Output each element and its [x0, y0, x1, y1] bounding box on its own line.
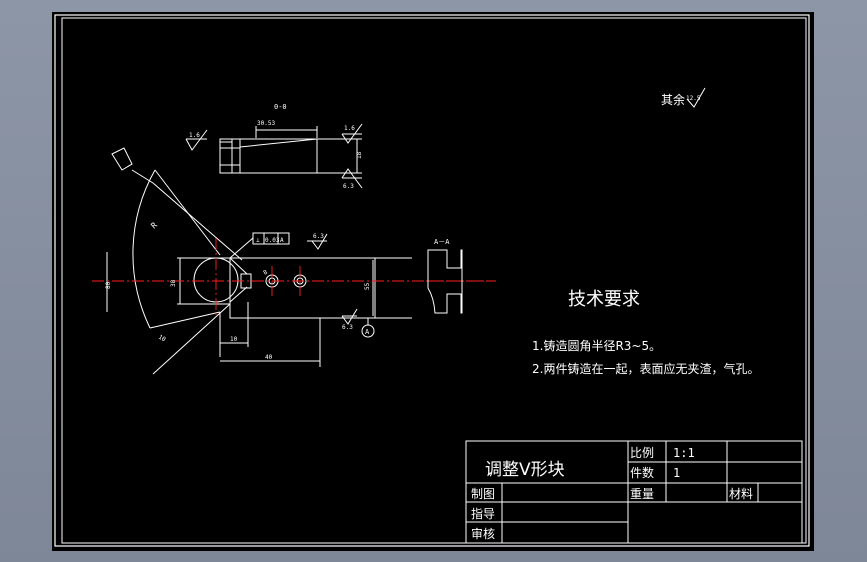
base-dim-10: 10 — [230, 336, 238, 343]
v-dim-b: 10 — [157, 334, 167, 344]
roughness-other-label: 其余 — [661, 92, 685, 107]
main-view — [106, 147, 412, 375]
tech-requirement-1: 1.铸造圆角半径R3~5。 — [532, 338, 661, 353]
width-dim: 80 — [105, 281, 112, 289]
tech-requirements-title: 技术要求 — [568, 289, 640, 310]
roughness-mark-2: 1.6 — [344, 125, 355, 132]
drawn-label: 制图 — [471, 487, 495, 501]
top-view-height-dim: 18 — [356, 151, 363, 159]
drawing-border — [54, 14, 810, 547]
top-view-dim: 30.53 — [257, 120, 275, 127]
section-view — [427, 249, 463, 314]
roughness-mark-3: 6.3 — [343, 183, 354, 190]
drawing-inner-border — [61, 17, 807, 544]
section-view-label: A－A — [434, 238, 450, 246]
weight-label: 重量 — [630, 487, 654, 501]
checked-label: 审核 — [471, 526, 495, 541]
part-name: 调整V形块 — [485, 460, 565, 480]
material-label: 材料 — [729, 487, 753, 501]
roughness-other-value: 12.5 — [686, 95, 701, 102]
hole-dim: 8 — [262, 269, 269, 277]
top-view-label: 0-0 — [274, 103, 287, 111]
radius-dim: R — [149, 220, 159, 230]
scale-label: 比例 — [630, 446, 654, 460]
designed-label: 指导 — [471, 506, 495, 521]
base-dim-40: 40 — [265, 354, 273, 361]
datum-a: A — [365, 328, 370, 336]
roughness-mark-5: 6.3 — [342, 324, 353, 331]
tolerance-datum: A — [280, 237, 284, 244]
quantity-value: 1 — [673, 466, 680, 480]
roughness-other — [686, 87, 706, 108]
inner-dim: 38 — [170, 279, 177, 287]
drawing-viewport[interactable]: 0-0 30.53 18 1.6 1.6 6.3 — [52, 12, 814, 551]
roughness-mark-1: 1.6 — [189, 132, 200, 139]
roughness-mark-4: 6.3 — [313, 233, 324, 240]
quantity-label: 件数 — [630, 465, 654, 480]
scale-value: 1:1 — [673, 446, 695, 460]
tolerance-value: 0.03 — [265, 237, 280, 244]
title-block — [465, 440, 803, 544]
height-dim: 55 — [364, 282, 371, 290]
tech-requirement-2: 2.两件铸造在一起，表面应无夹渣，气孔。 — [532, 361, 759, 376]
top-view — [185, 123, 363, 189]
cad-drawing: 0-0 30.53 18 1.6 1.6 6.3 — [54, 14, 810, 547]
tolerance-symbol: ⊥ — [256, 237, 260, 244]
centerlines — [92, 238, 496, 318]
